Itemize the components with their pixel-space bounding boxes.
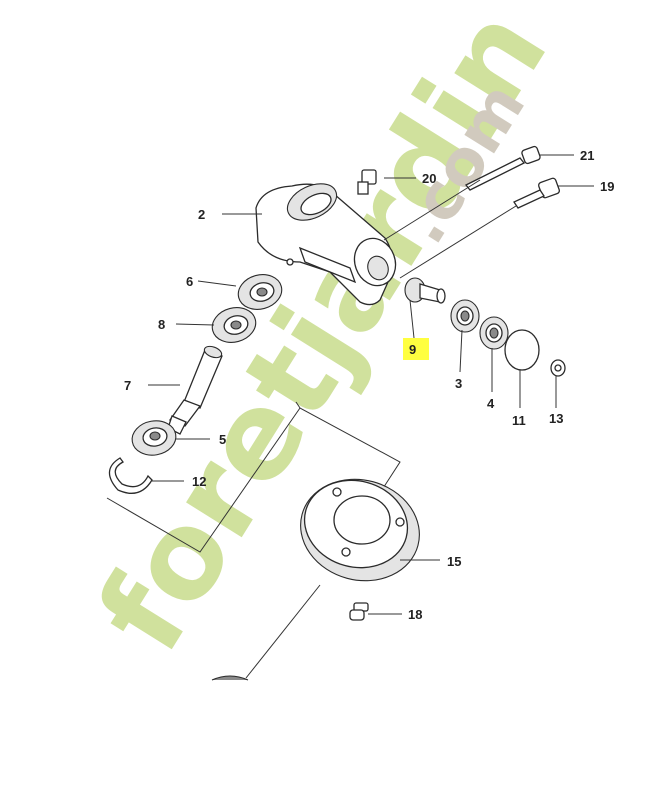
- label-part-12: 12: [192, 474, 206, 489]
- label-part-8: 8: [158, 317, 165, 332]
- screw-19: [513, 177, 560, 209]
- screw-18: [349, 602, 369, 621]
- partial-part-bottom: [211, 675, 249, 681]
- part-labels: 2 6 8 7 5 12 20 21 19 9 3 4 11 13 15 18: [124, 148, 614, 622]
- circlip-12: [108, 457, 153, 494]
- bearing-6: [237, 274, 283, 310]
- label-part-15: 15: [447, 554, 461, 569]
- label-part-21: 21: [580, 148, 594, 163]
- washer-13: [550, 359, 566, 377]
- label-part-9: 9: [409, 342, 416, 357]
- cover-disc-15: [300, 478, 420, 582]
- label-part-20: 20: [422, 171, 436, 186]
- gear-housing: [255, 183, 397, 306]
- circlip-11: [504, 329, 540, 371]
- leader-lines: [148, 154, 594, 615]
- bearing-3: [450, 299, 480, 333]
- label-part-4: 4: [487, 396, 495, 411]
- label-part-11: 11: [512, 413, 526, 428]
- label-part-18: 18: [408, 607, 422, 622]
- screw-20: [357, 169, 377, 195]
- label-part-13: 13: [549, 411, 563, 426]
- assembly-frame-lines: [106, 401, 401, 679]
- label-part-7: 7: [124, 378, 131, 393]
- part-9-highlight: [403, 338, 429, 360]
- screw-21: [464, 145, 541, 191]
- bearing-8: [211, 307, 257, 343]
- label-part-19: 19: [600, 179, 614, 194]
- label-part-5: 5: [219, 432, 226, 447]
- label-part-2: 2: [198, 207, 205, 222]
- bearing-4: [479, 316, 509, 350]
- label-part-6: 6: [186, 274, 193, 289]
- bearing-5: [131, 420, 177, 456]
- label-part-3: 3: [455, 376, 462, 391]
- shaft-9: [404, 277, 446, 304]
